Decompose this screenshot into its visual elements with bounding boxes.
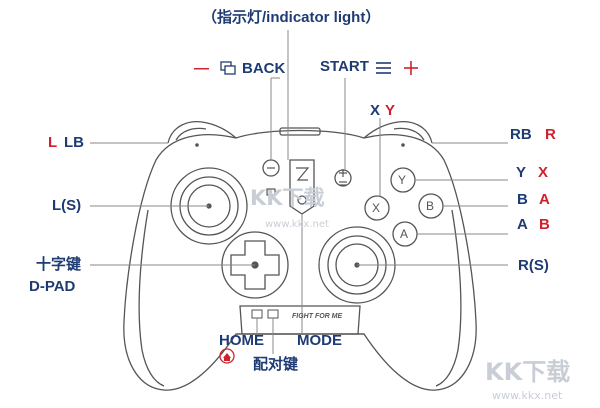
a-blue-label: A <box>517 216 528 233</box>
face-button-x-text: X <box>372 201 381 215</box>
y-red-label: Y <box>385 102 396 119</box>
x-blue-label: X <box>370 102 381 119</box>
back-glyph <box>220 61 236 75</box>
y-blue-label: Y <box>516 164 527 181</box>
menu-glyph <box>376 62 391 74</box>
r-label: R <box>545 126 556 143</box>
indicator-dots <box>195 143 405 147</box>
minus-label: — <box>194 60 209 77</box>
right-stick-label: R(S) <box>518 257 549 274</box>
watermark-center-url: www.kkx.net <box>265 219 329 230</box>
watermark-center-text: KK下载 <box>250 186 325 210</box>
start-label: START <box>320 58 369 75</box>
mode-label: MODE <box>297 332 342 349</box>
leader-lines <box>90 30 508 354</box>
home-pair-buttons[interactable] <box>251 309 279 319</box>
button-glyphs <box>266 167 347 196</box>
pair-key-label: 配对键 <box>253 356 299 373</box>
face-button-a-text: A <box>400 227 409 241</box>
watermark-corner-url: www.kkx.net <box>492 389 563 402</box>
home-icon <box>219 348 235 364</box>
b-blue-label: B <box>517 191 528 208</box>
home-label: HOME <box>219 332 264 349</box>
left-stick-label: L(S) <box>52 197 82 214</box>
rb-label: RB <box>510 126 532 143</box>
back-label: BACK <box>242 60 286 77</box>
cross-key-label: 十字键 <box>36 256 82 273</box>
face-button-y-text: Y <box>398 173 407 187</box>
slogan-text: FIGHT FOR ME <box>292 313 343 320</box>
face-button-b-text: B <box>426 199 435 213</box>
indicator-light-label: （指示灯/indicator light） <box>202 9 381 26</box>
watermark-corner-text: KK下载 <box>485 358 571 386</box>
x-red-label: X <box>538 164 549 181</box>
dpad-label: D-PAD <box>29 278 76 295</box>
l-label: L <box>48 134 58 151</box>
lb-label: LB <box>64 134 84 151</box>
a-red-label: A <box>539 191 550 208</box>
b-red-label: B <box>539 216 550 233</box>
plus-glyph <box>404 61 418 75</box>
